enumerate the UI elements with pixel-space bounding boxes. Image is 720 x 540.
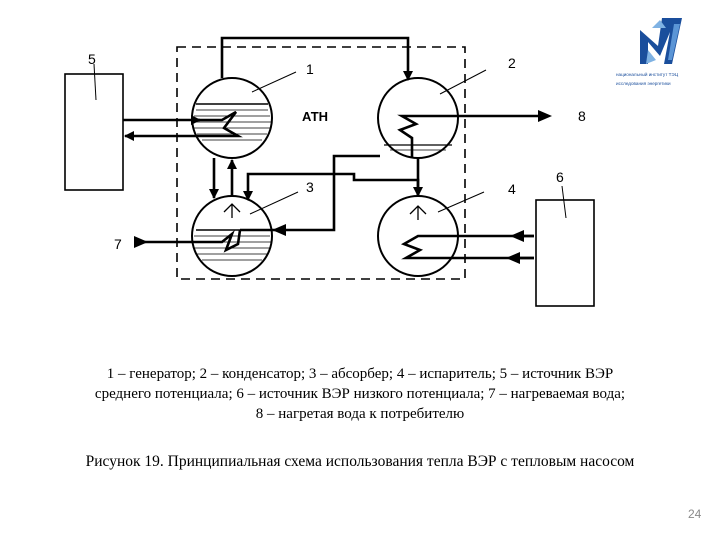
label-4: 4 bbox=[508, 181, 516, 197]
absorber-vessel bbox=[191, 195, 273, 277]
figure-caption: Рисунок 19. Принципиальная схема использ… bbox=[85, 453, 635, 470]
medium-potential-source-box bbox=[64, 73, 124, 191]
arrow-water-into-loop bbox=[272, 224, 286, 236]
vapor-line-to-condenser bbox=[220, 36, 413, 81]
water-line-absorber-to-condenser bbox=[240, 154, 380, 232]
arrow-heated-water-out bbox=[538, 110, 552, 122]
heat-pump-label: АТН bbox=[302, 109, 328, 124]
label-6: 6 bbox=[556, 169, 564, 185]
generator-vessel bbox=[191, 77, 273, 159]
heat-pump-diagram: 1 2 3 4 5 6 7 8 АТН bbox=[64, 36, 595, 307]
heat-pump-boundary bbox=[176, 46, 466, 280]
label-5: 5 bbox=[88, 51, 96, 67]
logo-line1: национальный институт ТЭЦ bbox=[616, 71, 679, 77]
legend-line-2: среднего потенциала; 6 – источник ВЭР ни… bbox=[94, 386, 626, 402]
condenser-vessel bbox=[377, 77, 540, 159]
low-potential-source-box bbox=[535, 199, 595, 307]
logo-emblem bbox=[640, 18, 682, 64]
label-3: 3 bbox=[306, 179, 314, 195]
arrow-from-source6 bbox=[506, 252, 520, 264]
institute-logo: национальный институт ТЭЦ исследования э… bbox=[616, 18, 682, 86]
arrow-to-source6 bbox=[510, 230, 524, 242]
label-2: 2 bbox=[508, 55, 516, 71]
page-number: 24 bbox=[688, 507, 702, 521]
legend-line-1: 1 – генератор; 2 – конденсатор; 3 – абсо… bbox=[106, 366, 614, 382]
label-1: 1 bbox=[306, 61, 314, 77]
legend-line-3: 8 – нагретая вода к потребителю bbox=[255, 406, 465, 422]
label-8: 8 bbox=[578, 108, 586, 124]
logo-line2: исследования энергетики bbox=[616, 81, 671, 86]
label-7: 7 bbox=[114, 236, 122, 252]
vapor-line-to-absorber bbox=[243, 172, 420, 201]
